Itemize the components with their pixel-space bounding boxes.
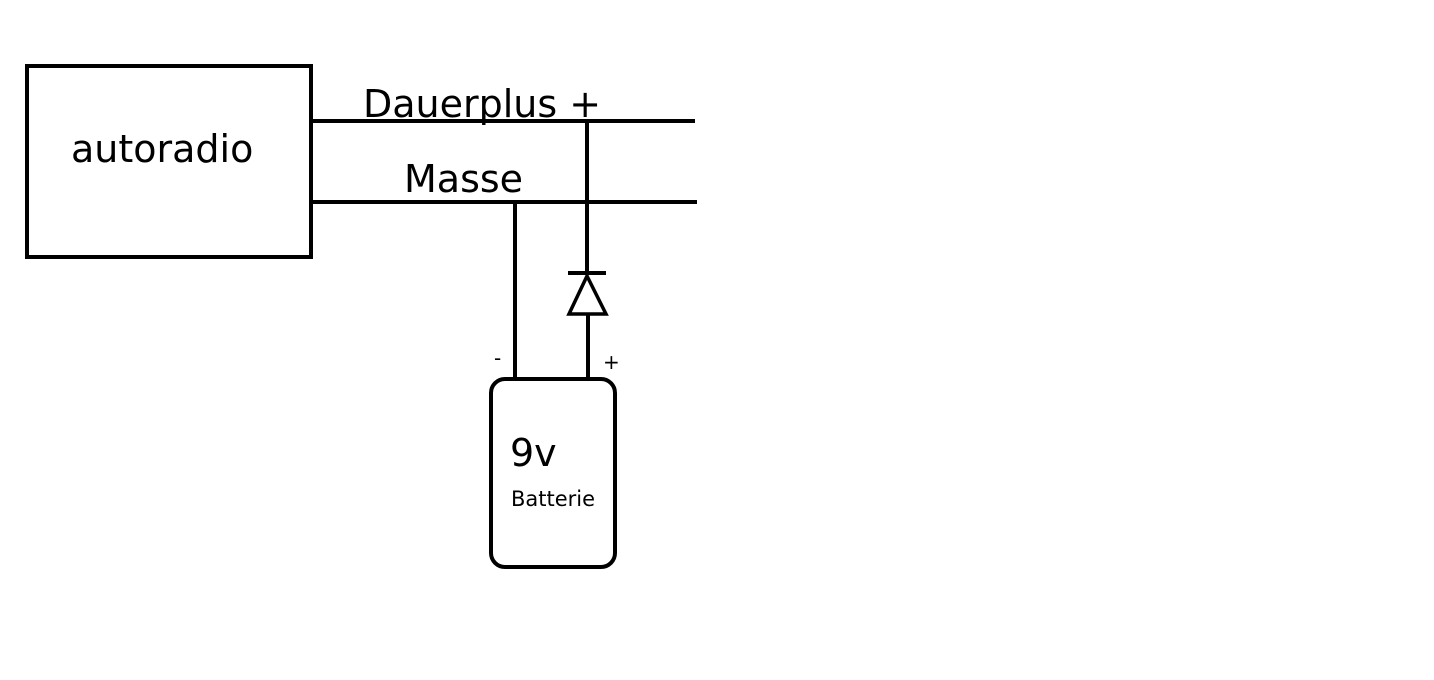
battery-minus-label: - bbox=[494, 346, 501, 370]
battery-voltage-label: 9v bbox=[510, 431, 557, 475]
diode-icon bbox=[566, 271, 609, 316]
masse-label: Masse bbox=[404, 157, 523, 201]
autoradio-label: autoradio bbox=[71, 127, 253, 171]
battery-body bbox=[489, 377, 617, 569]
autoradio-box bbox=[25, 64, 313, 259]
battery-name-label: Batterie bbox=[511, 487, 595, 511]
diode-triangle bbox=[566, 272, 609, 316]
battery-plus-label: + bbox=[603, 350, 620, 374]
dauerplus-label: Dauerplus + bbox=[363, 82, 601, 126]
